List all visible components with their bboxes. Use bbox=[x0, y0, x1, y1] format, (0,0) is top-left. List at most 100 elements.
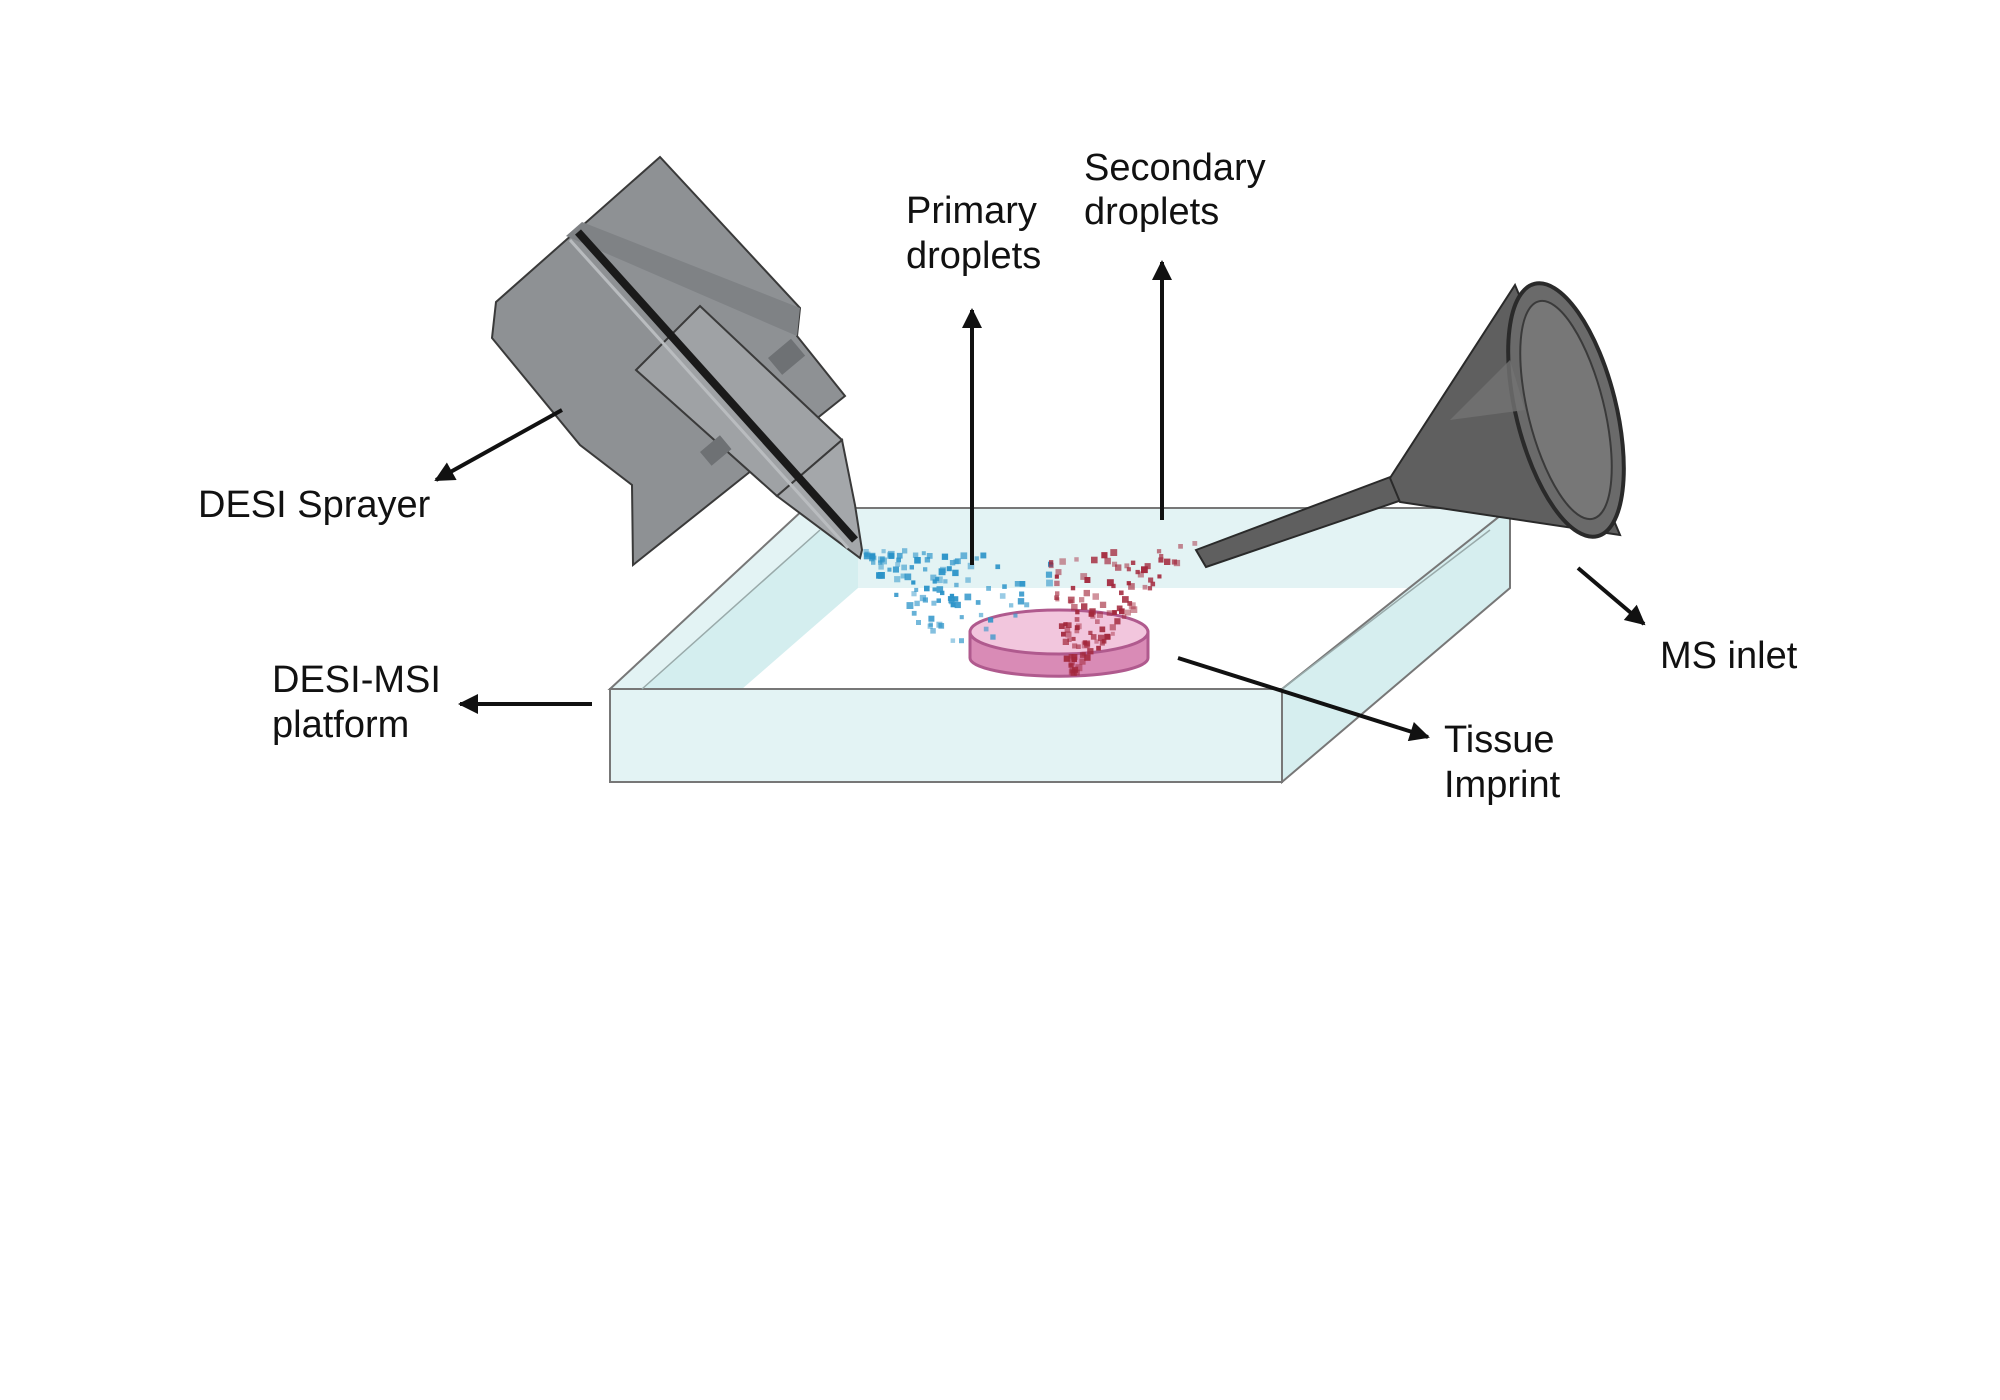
droplet bbox=[1076, 644, 1081, 649]
droplet bbox=[949, 593, 955, 599]
droplet bbox=[1135, 569, 1140, 575]
droplet bbox=[952, 596, 959, 602]
droplet bbox=[1061, 631, 1066, 637]
droplet bbox=[1079, 652, 1086, 658]
droplet bbox=[950, 602, 956, 608]
droplet bbox=[1090, 634, 1097, 640]
droplet bbox=[879, 556, 886, 562]
droplet bbox=[878, 564, 884, 570]
droplet bbox=[878, 560, 883, 565]
droplet bbox=[924, 557, 931, 563]
droplet bbox=[869, 555, 875, 562]
droplet bbox=[1104, 557, 1111, 565]
sprayer-notch bbox=[768, 338, 806, 375]
droplet bbox=[1074, 628, 1080, 634]
droplet bbox=[914, 600, 920, 607]
ms-inlet-label: MS inlet bbox=[1660, 635, 1798, 677]
droplet bbox=[1069, 663, 1074, 668]
droplet bbox=[1071, 636, 1076, 641]
droplet bbox=[1125, 609, 1131, 616]
droplet bbox=[1099, 640, 1105, 646]
droplet bbox=[1055, 569, 1062, 576]
droplet bbox=[1148, 577, 1154, 583]
droplet bbox=[878, 556, 885, 563]
droplet bbox=[1115, 564, 1122, 571]
droplet bbox=[1127, 601, 1133, 606]
droplet bbox=[1072, 643, 1078, 649]
droplet bbox=[1062, 638, 1069, 645]
droplet bbox=[904, 573, 912, 581]
droplet bbox=[1112, 610, 1117, 615]
droplet bbox=[1088, 630, 1093, 635]
droplet bbox=[871, 560, 876, 565]
droplet bbox=[1074, 617, 1080, 622]
droplet bbox=[1079, 658, 1086, 665]
droplet bbox=[919, 594, 927, 602]
droplet bbox=[1079, 597, 1085, 603]
droplet bbox=[892, 566, 899, 573]
droplet bbox=[952, 569, 959, 577]
droplet bbox=[960, 552, 968, 560]
droplet bbox=[894, 592, 899, 597]
droplet bbox=[959, 615, 964, 620]
droplet bbox=[1114, 618, 1121, 625]
droplet bbox=[936, 598, 941, 603]
droplet bbox=[1055, 591, 1060, 596]
droplet bbox=[1137, 571, 1144, 578]
droplet bbox=[1068, 669, 1075, 676]
droplet bbox=[1164, 558, 1171, 565]
platform-left-wall bbox=[642, 530, 858, 689]
droplet bbox=[1157, 574, 1162, 579]
droplet bbox=[1084, 654, 1091, 661]
droplet bbox=[1058, 623, 1065, 629]
sprayer-arrow bbox=[434, 408, 563, 482]
droplet bbox=[1130, 606, 1138, 613]
droplet bbox=[1013, 613, 1018, 618]
droplet bbox=[986, 586, 991, 591]
droplet bbox=[1110, 631, 1115, 636]
droplet bbox=[876, 572, 883, 579]
droplet bbox=[936, 576, 943, 584]
droplet bbox=[1094, 639, 1099, 644]
droplet bbox=[1178, 544, 1183, 549]
droplet bbox=[1128, 583, 1135, 590]
droplet bbox=[928, 615, 935, 622]
primary-droplets-label: Primary droplets bbox=[906, 190, 1047, 277]
droplet bbox=[983, 626, 989, 632]
droplet bbox=[990, 634, 996, 640]
droplet bbox=[936, 621, 943, 628]
droplet bbox=[935, 577, 940, 582]
droplet bbox=[906, 602, 914, 609]
droplet bbox=[954, 601, 961, 609]
droplet bbox=[943, 579, 948, 584]
droplet bbox=[895, 562, 901, 567]
sprayer-shade bbox=[566, 222, 800, 336]
droplet bbox=[894, 576, 901, 583]
droplet bbox=[924, 585, 930, 592]
ms-inlet-arrow bbox=[1576, 566, 1646, 626]
droplet bbox=[1054, 574, 1059, 579]
desi-sprayer bbox=[490, 155, 864, 568]
droplet bbox=[1105, 634, 1111, 640]
droplet bbox=[911, 591, 917, 597]
droplet bbox=[932, 587, 937, 592]
droplet bbox=[896, 557, 901, 563]
droplet bbox=[1087, 648, 1094, 655]
droplet bbox=[949, 600, 954, 605]
droplet bbox=[978, 612, 984, 618]
droplet bbox=[1084, 640, 1091, 647]
droplet bbox=[1142, 584, 1148, 590]
droplet bbox=[881, 549, 886, 554]
droplet bbox=[1119, 608, 1125, 615]
droplet bbox=[932, 579, 937, 584]
droplet bbox=[1088, 611, 1094, 617]
droplet bbox=[965, 577, 971, 583]
droplet bbox=[1109, 624, 1116, 631]
droplet bbox=[1067, 637, 1072, 642]
tissue-imprint bbox=[968, 608, 1150, 678]
droplet bbox=[1099, 626, 1106, 633]
sprayer-capillary bbox=[575, 229, 858, 543]
droplet bbox=[1019, 591, 1025, 597]
droplet bbox=[1116, 605, 1123, 612]
